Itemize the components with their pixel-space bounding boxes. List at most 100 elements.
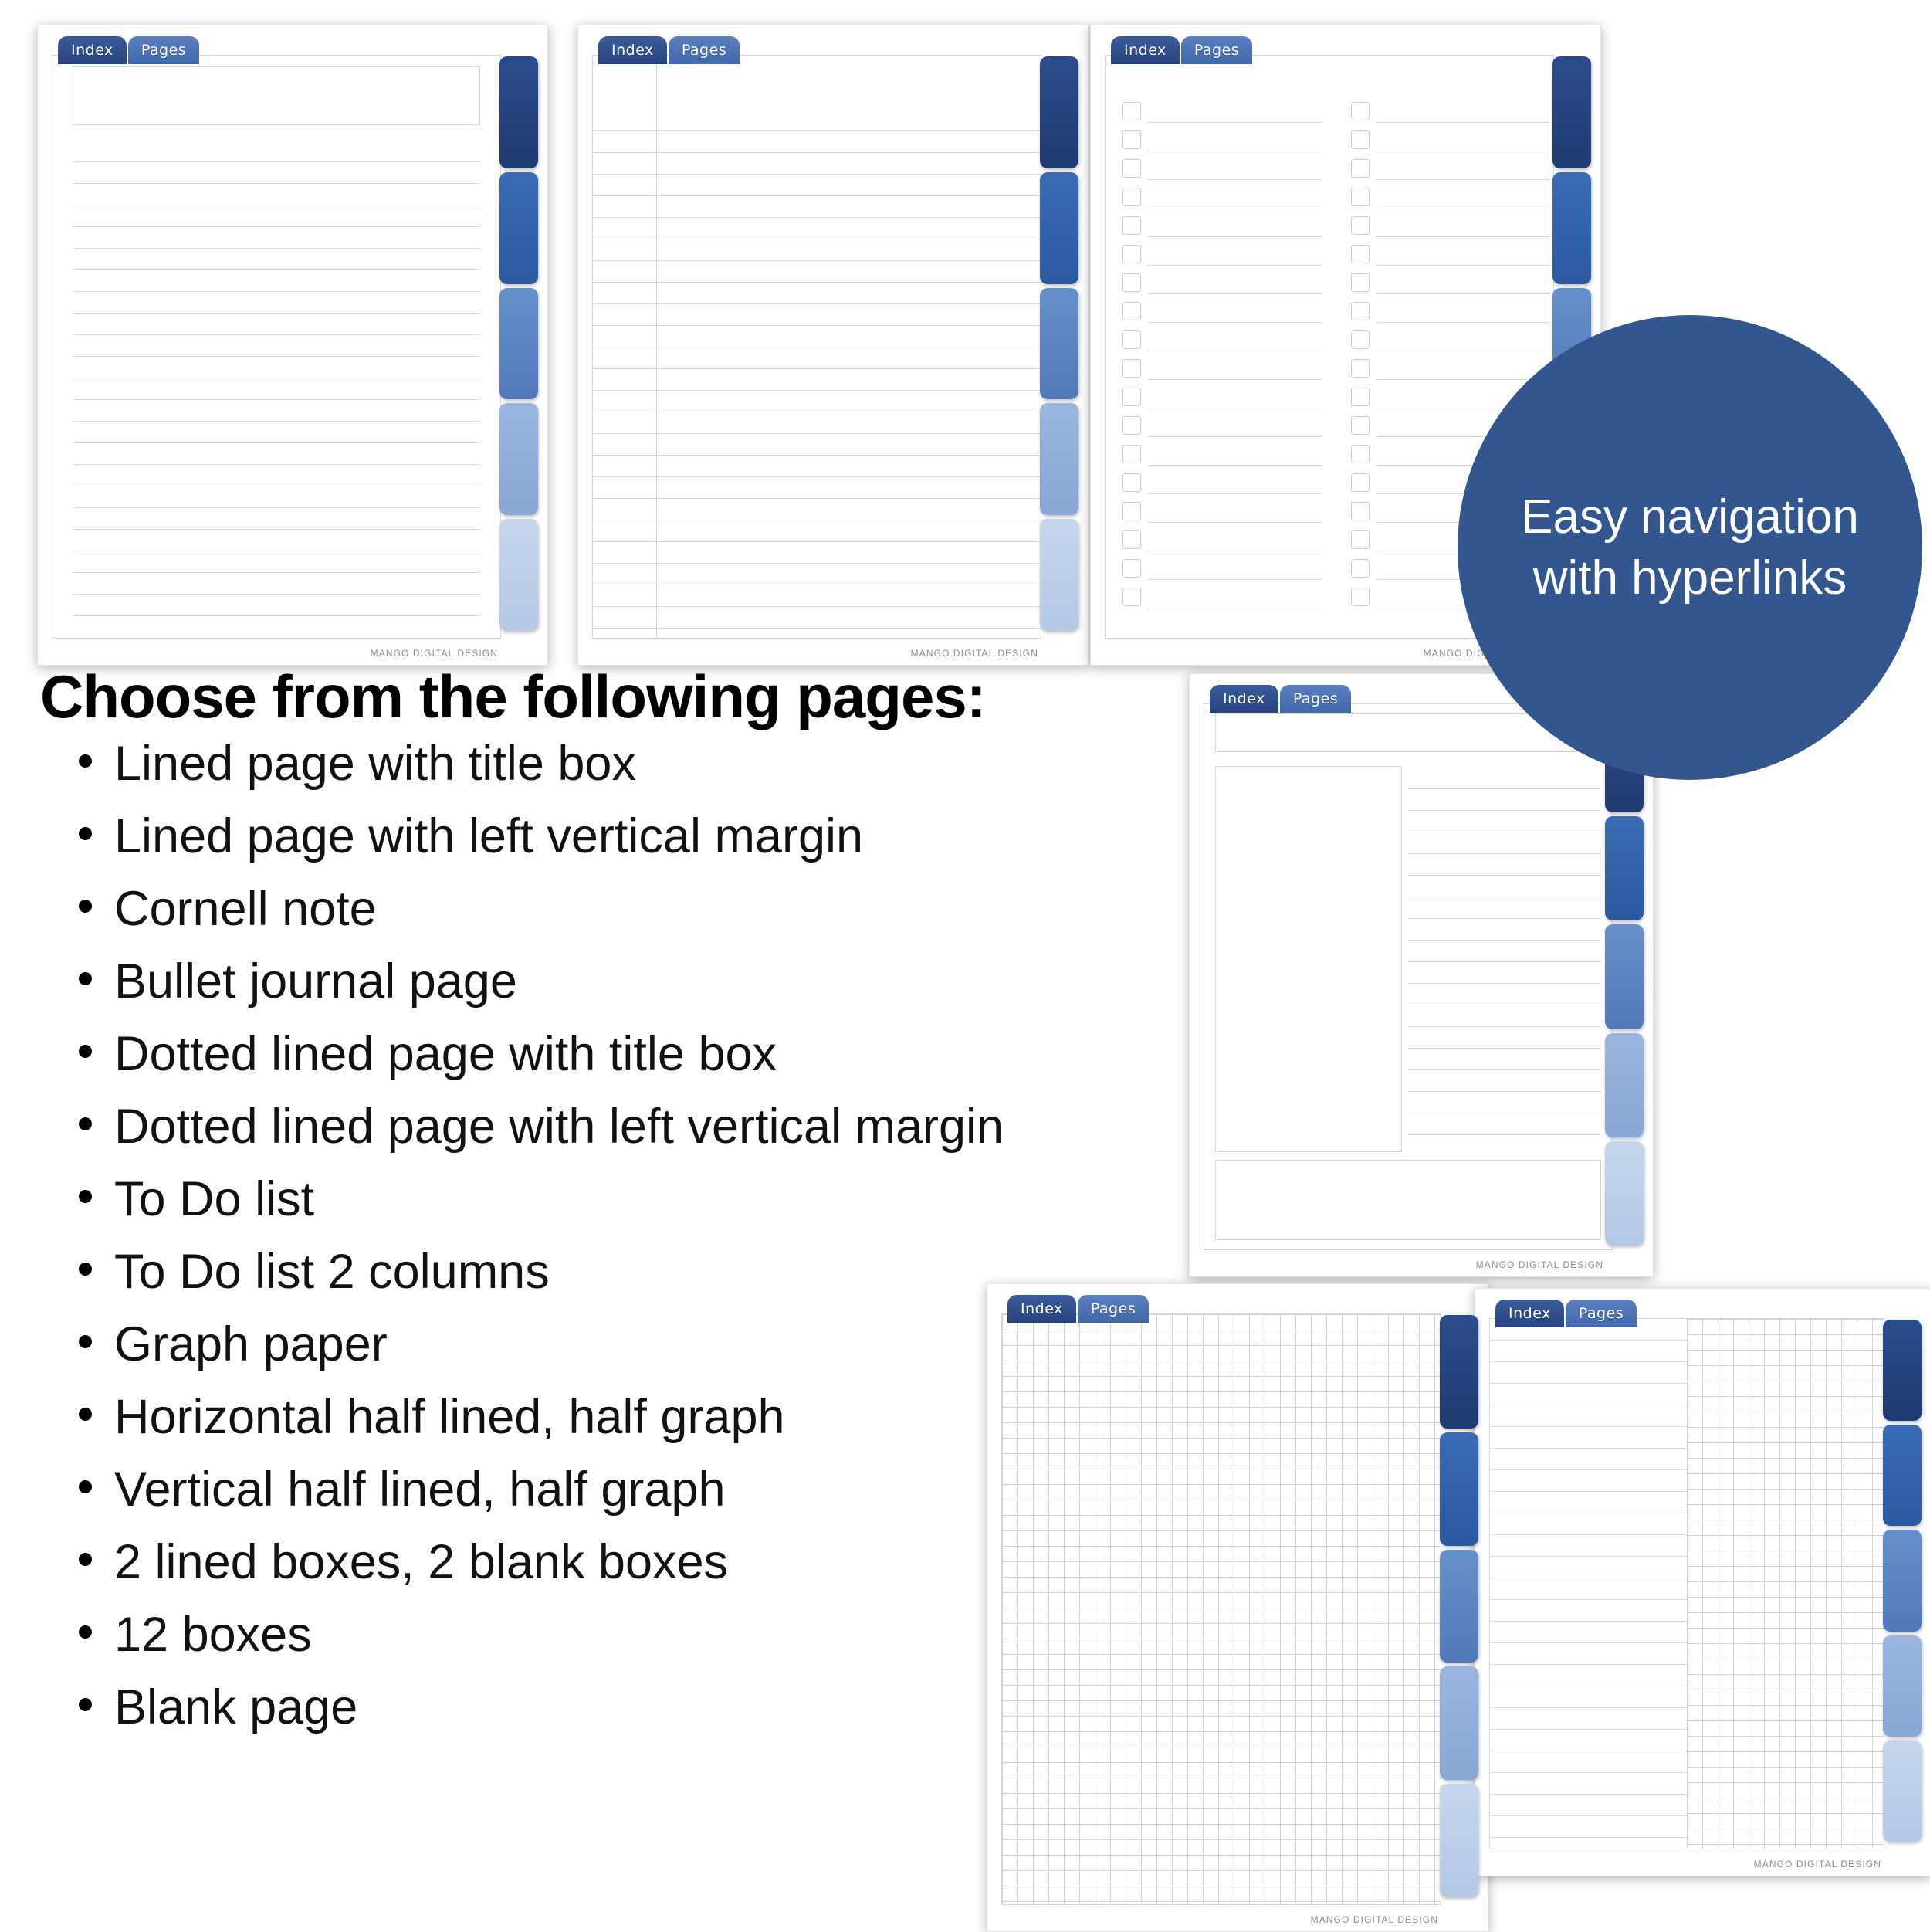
side-tab-3[interactable] bbox=[1883, 1530, 1922, 1632]
preview-cornell-note[interactable]: Index Pages MANGO DIGITAL DESIGN bbox=[1189, 673, 1654, 1277]
todo-row[interactable] bbox=[1351, 443, 1550, 472]
checkbox-icon[interactable] bbox=[1122, 359, 1141, 378]
checkbox-icon[interactable] bbox=[1351, 273, 1370, 292]
todo-row[interactable] bbox=[1122, 358, 1322, 386]
side-tab-3[interactable] bbox=[1440, 1549, 1478, 1663]
todo-row[interactable] bbox=[1351, 100, 1550, 129]
side-tab-3[interactable] bbox=[1605, 924, 1644, 1029]
tab-index[interactable]: Index bbox=[1111, 36, 1180, 64]
checkbox-icon[interactable] bbox=[1351, 130, 1370, 149]
todo-row[interactable] bbox=[1351, 272, 1550, 300]
side-tab-4[interactable] bbox=[1440, 1666, 1478, 1781]
side-tab-4[interactable] bbox=[499, 403, 538, 516]
side-tab-1[interactable] bbox=[1883, 1320, 1922, 1422]
checkbox-icon[interactable] bbox=[1122, 588, 1141, 606]
todo-row[interactable] bbox=[1122, 500, 1322, 529]
tab-index[interactable]: Index bbox=[598, 36, 667, 64]
checkbox-icon[interactable] bbox=[1351, 473, 1370, 492]
tab-pages[interactable]: Pages bbox=[668, 36, 740, 64]
checkbox-icon[interactable] bbox=[1122, 502, 1141, 520]
checkbox-icon[interactable] bbox=[1122, 273, 1141, 292]
checkbox-icon[interactable] bbox=[1351, 530, 1370, 549]
todo-row[interactable] bbox=[1122, 100, 1322, 129]
todo-row[interactable] bbox=[1122, 186, 1322, 215]
preview-graph-paper[interactable]: Index Pages MANGO DIGITAL DESIGN bbox=[987, 1283, 1488, 1932]
todo-row[interactable] bbox=[1122, 243, 1322, 272]
todo-row[interactable] bbox=[1122, 586, 1322, 615]
side-tab-1[interactable] bbox=[1040, 56, 1078, 168]
checkbox-icon[interactable] bbox=[1351, 245, 1370, 263]
checkbox-icon[interactable] bbox=[1351, 445, 1370, 463]
side-tab-5[interactable] bbox=[1040, 519, 1078, 631]
todo-row[interactable] bbox=[1122, 300, 1322, 329]
side-tab-2[interactable] bbox=[1605, 816, 1644, 921]
checkbox-icon[interactable] bbox=[1122, 188, 1141, 206]
checkbox-icon[interactable] bbox=[1351, 102, 1370, 120]
checkbox-icon[interactable] bbox=[1122, 102, 1141, 120]
todo-row[interactable] bbox=[1122, 158, 1322, 186]
side-tab-2[interactable] bbox=[1040, 171, 1078, 284]
todo-row[interactable] bbox=[1351, 415, 1550, 443]
tab-pages[interactable]: Pages bbox=[1279, 685, 1352, 713]
checkbox-icon[interactable] bbox=[1122, 530, 1141, 549]
todo-row[interactable] bbox=[1351, 300, 1550, 329]
checkbox-icon[interactable] bbox=[1122, 245, 1141, 263]
checkbox-icon[interactable] bbox=[1122, 473, 1141, 492]
title-box[interactable] bbox=[73, 66, 480, 125]
side-tab-3[interactable] bbox=[499, 287, 538, 400]
todo-row[interactable] bbox=[1122, 129, 1322, 158]
side-tab-5[interactable] bbox=[499, 519, 538, 631]
tab-index[interactable]: Index bbox=[1210, 685, 1278, 713]
checkbox-icon[interactable] bbox=[1351, 188, 1370, 206]
todo-row[interactable] bbox=[1122, 472, 1322, 500]
todo-row[interactable] bbox=[1351, 215, 1550, 243]
todo-row[interactable] bbox=[1351, 586, 1550, 615]
todo-row[interactable] bbox=[1122, 443, 1322, 472]
tab-pages[interactable]: Pages bbox=[127, 36, 200, 64]
checkbox-icon[interactable] bbox=[1122, 216, 1141, 235]
checkbox-icon[interactable] bbox=[1122, 159, 1141, 178]
side-tab-5[interactable] bbox=[1883, 1740, 1922, 1842]
checkbox-icon[interactable] bbox=[1122, 388, 1141, 406]
tab-index[interactable]: Index bbox=[1007, 1295, 1076, 1323]
todo-row[interactable] bbox=[1122, 329, 1322, 358]
todo-row[interactable] bbox=[1122, 386, 1322, 415]
checkbox-icon[interactable] bbox=[1351, 416, 1370, 435]
checkbox-icon[interactable] bbox=[1351, 502, 1370, 520]
checkbox-icon[interactable] bbox=[1351, 216, 1370, 235]
checkbox-icon[interactable] bbox=[1351, 588, 1370, 606]
todo-row[interactable] bbox=[1351, 358, 1550, 386]
todo-row[interactable] bbox=[1351, 386, 1550, 415]
todo-row[interactable] bbox=[1122, 415, 1322, 443]
todo-row[interactable] bbox=[1351, 129, 1550, 158]
todo-row[interactable] bbox=[1351, 186, 1550, 215]
todo-row[interactable] bbox=[1122, 529, 1322, 558]
todo-row[interactable] bbox=[1351, 329, 1550, 358]
checkbox-icon[interactable] bbox=[1122, 416, 1141, 435]
preview-vertical-half-lined-half-graph[interactable]: Index Pages MANGO DIGITAL DESIGN bbox=[1475, 1288, 1930, 1876]
tab-pages[interactable]: Pages bbox=[1077, 1295, 1150, 1323]
checkbox-icon[interactable] bbox=[1122, 445, 1141, 463]
side-tab-1[interactable] bbox=[499, 56, 538, 168]
checkbox-icon[interactable] bbox=[1351, 359, 1370, 378]
todo-row[interactable] bbox=[1122, 558, 1322, 586]
side-tab-4[interactable] bbox=[1040, 403, 1078, 516]
checkbox-icon[interactable] bbox=[1351, 559, 1370, 578]
side-tab-1[interactable] bbox=[1440, 1315, 1478, 1429]
checkbox-icon[interactable] bbox=[1351, 302, 1370, 320]
checkbox-icon[interactable] bbox=[1122, 559, 1141, 578]
tab-pages[interactable]: Pages bbox=[1565, 1300, 1637, 1327]
tab-index[interactable]: Index bbox=[1495, 1300, 1564, 1327]
checkbox-icon[interactable] bbox=[1351, 159, 1370, 178]
todo-row[interactable] bbox=[1122, 215, 1322, 243]
todo-row[interactable] bbox=[1122, 272, 1322, 300]
tab-pages[interactable]: Pages bbox=[1180, 36, 1253, 64]
cornell-cue-column[interactable] bbox=[1215, 766, 1402, 1152]
cornell-summary-box[interactable] bbox=[1215, 1160, 1601, 1240]
todo-row[interactable] bbox=[1351, 158, 1550, 186]
checkbox-icon[interactable] bbox=[1351, 388, 1370, 406]
side-tab-2[interactable] bbox=[1552, 171, 1591, 284]
side-tab-3[interactable] bbox=[1040, 287, 1078, 400]
side-tab-4[interactable] bbox=[1605, 1032, 1644, 1137]
checkbox-icon[interactable] bbox=[1351, 330, 1370, 349]
